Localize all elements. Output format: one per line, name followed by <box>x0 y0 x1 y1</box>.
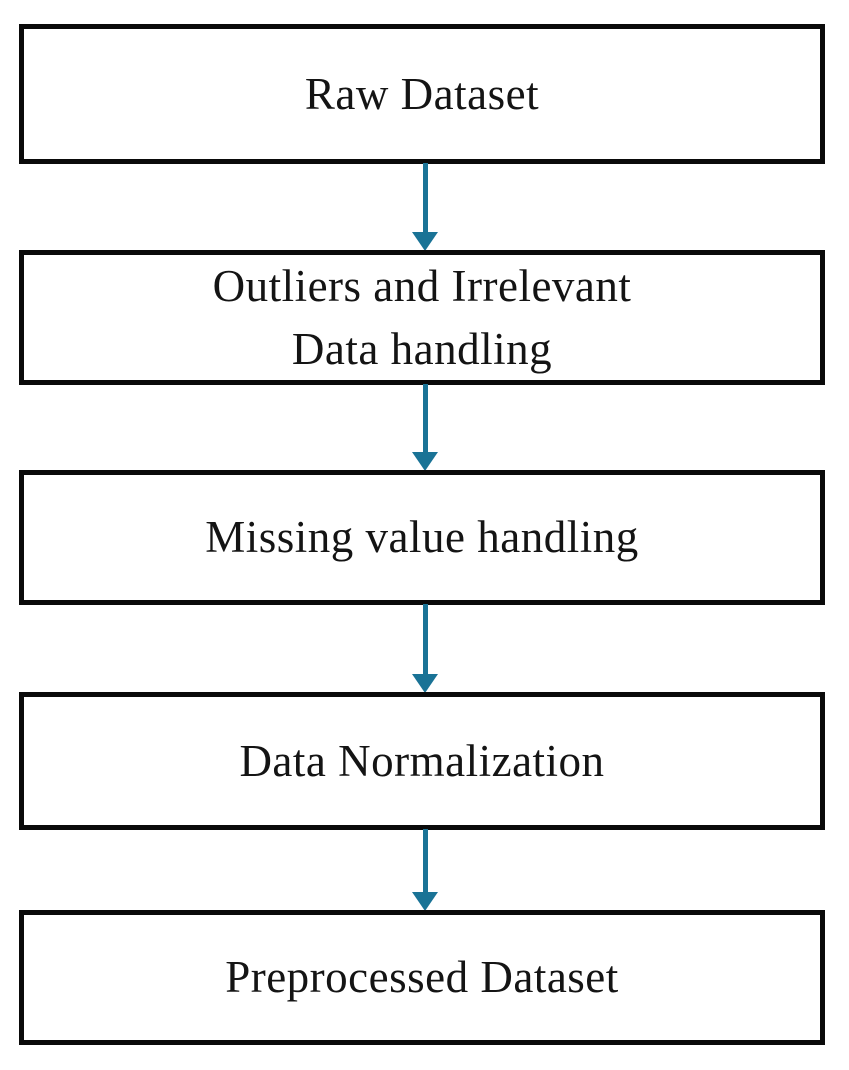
flow-box-missing-value-handling: Missing value handling <box>19 470 825 605</box>
flow-box-outlier-handling: Outliers and Irrelevant Data handling <box>19 250 825 385</box>
flow-box-raw-dataset: Raw Dataset <box>19 24 825 164</box>
arrow-head-icon <box>412 452 438 471</box>
flow-box-label: Preprocessed Dataset <box>225 952 619 1003</box>
arrow-head-icon <box>412 232 438 251</box>
flow-box-label: Raw Dataset <box>304 68 540 119</box>
flow-arrow-down-icon <box>412 829 438 911</box>
flow-box-preprocessed-dataset: Preprocessed Dataset <box>19 910 825 1045</box>
arrow-head-icon <box>412 674 438 693</box>
flow-arrow-down-icon <box>412 604 438 693</box>
flow-arrow-down-icon <box>412 384 438 471</box>
arrow-head-icon <box>412 892 438 911</box>
flow-box-label: Outliers and Irrelevant Data handling <box>212 261 632 374</box>
flow-box-data-normalization: Data Normalization <box>19 692 825 830</box>
arrow-stem <box>422 829 428 892</box>
arrow-stem <box>422 163 428 232</box>
flow-box-label: Missing value handling <box>205 512 639 563</box>
arrow-stem <box>422 604 428 674</box>
flow-box-label: Data Normalization <box>239 735 605 786</box>
arrow-stem <box>422 384 428 452</box>
flow-arrow-down-icon <box>412 163 438 251</box>
